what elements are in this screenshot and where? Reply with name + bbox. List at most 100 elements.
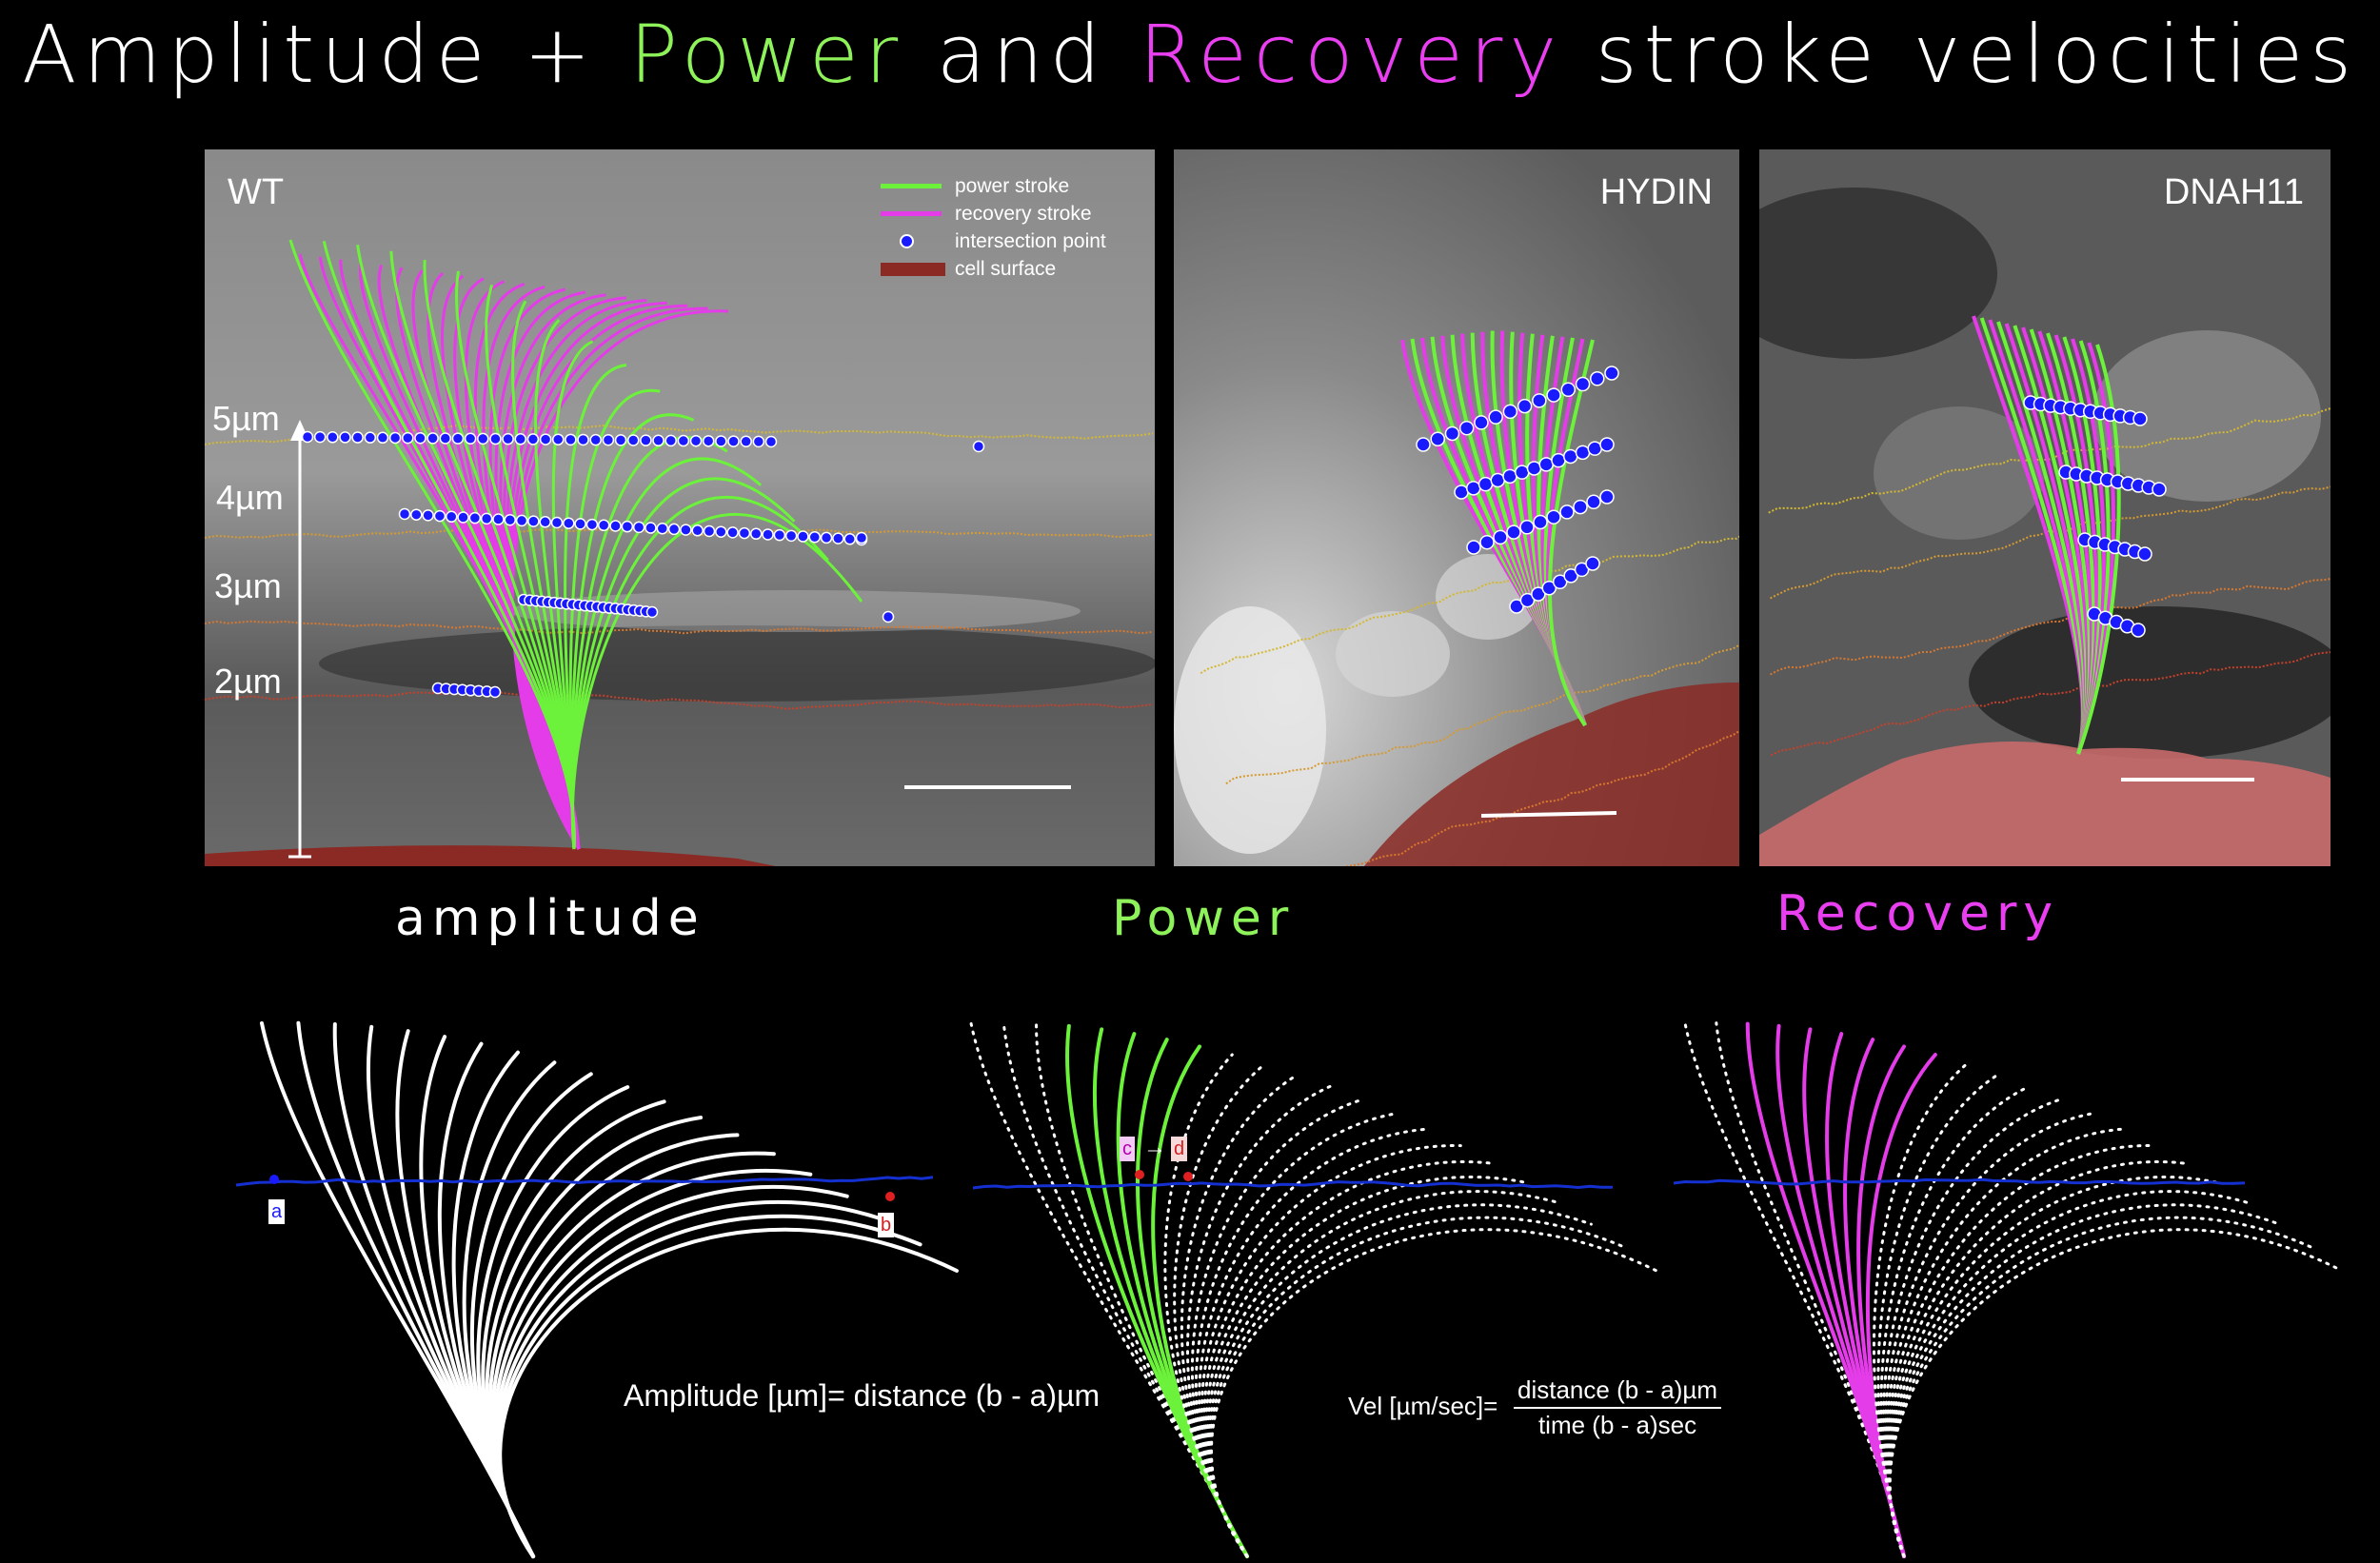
intersection-point <box>402 431 414 445</box>
intersection-point <box>882 610 895 623</box>
point-b-marker <box>885 1192 895 1201</box>
dnah11-bright-blob <box>2092 330 2321 502</box>
recovery-section-label: Recovery <box>1776 885 2060 942</box>
point-d-marker <box>1183 1172 1193 1181</box>
beat-curve <box>498 1227 959 1558</box>
dotted-beat-curve <box>1887 1176 2219 1558</box>
tick-5um: 5µm <box>212 399 280 438</box>
point-d-tag: d <box>1171 1137 1188 1161</box>
dotted-beat-curve <box>1204 1176 1528 1558</box>
intersection-point <box>972 440 985 453</box>
intersection-point <box>445 510 458 524</box>
intersection-point <box>1458 420 1475 436</box>
intersection-point <box>762 528 774 541</box>
hydin-level-3um <box>1255 711 1739 866</box>
intersection-point <box>492 513 505 525</box>
hydin-panel-label: HYDIN <box>1599 172 1713 212</box>
dnah11-panel: DNAH11 <box>1759 149 2330 866</box>
intersection-point <box>1519 592 1536 608</box>
intersection-point <box>550 516 564 529</box>
legend-surface: cell surface <box>881 255 1106 283</box>
legend-surface-label: cell surface <box>955 258 1057 280</box>
intersection-point <box>689 434 703 447</box>
intersection-point <box>504 513 517 526</box>
intersection-point <box>1604 366 1619 381</box>
intersection-point <box>1444 425 1460 442</box>
intersection-point <box>1488 409 1503 425</box>
title-amplitude: Amplitude + <box>21 8 630 101</box>
intersection-point <box>339 431 351 444</box>
intersection-point <box>677 434 690 447</box>
intersection-point <box>585 518 599 531</box>
intersection-point <box>1552 574 1568 590</box>
intersection-point <box>597 519 610 532</box>
intersection-point <box>1586 494 1601 510</box>
intersection-point <box>820 531 833 544</box>
intersection-point <box>1574 562 1590 578</box>
dotted-beat-curve <box>1180 1073 1299 1558</box>
hydin-intersection-points <box>1416 366 1619 614</box>
intersection-point <box>1532 393 1547 408</box>
intersection-point <box>2152 482 2167 497</box>
recovery-swatch <box>881 211 942 216</box>
intersection-point <box>433 509 446 523</box>
intersection-point <box>715 525 727 538</box>
beat-curve <box>367 1024 535 1558</box>
dotted-beat-curve <box>1206 1190 1560 1558</box>
dotted-beat-curve <box>969 1021 1249 1558</box>
wt-level-5um <box>205 424 1154 445</box>
intersection-point <box>1533 514 1548 530</box>
intersection-point <box>1546 387 1561 403</box>
power-swatch <box>881 184 942 188</box>
intersection-point <box>1430 431 1445 446</box>
intersection-point <box>2131 623 2146 638</box>
dnah11-bright-blob <box>1874 406 2045 540</box>
arrow-c-to-d: → <box>1143 1135 1166 1160</box>
point-b-tag: b <box>878 1213 895 1237</box>
intersection-point <box>589 433 602 446</box>
intersection-point <box>376 431 389 445</box>
intersection-point <box>1531 586 1546 602</box>
dotted-beat-curve <box>1202 1160 1496 1558</box>
intersection-point <box>1506 524 1521 540</box>
intersection-point <box>784 529 798 543</box>
dotted-beat-curve <box>1888 1228 2344 1558</box>
intersection-point <box>313 430 327 444</box>
legend-recovery-label: recovery stroke <box>955 203 1092 225</box>
intersection-point <box>574 518 586 530</box>
intersection-point <box>301 430 314 444</box>
intersection-point <box>609 520 622 532</box>
dotted-beat-curve <box>1876 1073 2000 1558</box>
intersection-point <box>632 521 645 534</box>
intersection-point <box>621 520 634 533</box>
dnah11-cell-surface <box>1759 742 2330 866</box>
intersection-point <box>752 435 765 448</box>
figure-title: Amplitude + Power and Recovery stroke ve… <box>0 8 2380 101</box>
intersection-point <box>527 515 540 527</box>
dotted-beat-curve <box>1887 1190 2250 1558</box>
intersection-point <box>502 432 514 445</box>
dotted-beat-curve <box>1884 1127 2125 1558</box>
recovery-stroke-curve <box>1825 1032 1906 1558</box>
intersection-point <box>667 523 681 536</box>
hydin-bright-blob <box>1336 611 1450 697</box>
tick-4um: 4µm <box>216 478 284 517</box>
cilia-fan <box>1683 1021 2344 1558</box>
intersection-point <box>480 512 493 525</box>
power-stroke-curve <box>570 513 863 850</box>
dotted-beat-curve <box>1888 1203 2281 1558</box>
intersection-point <box>468 511 482 524</box>
intersection-point <box>388 431 402 445</box>
intersection-point <box>414 431 426 445</box>
wt-level-2um <box>205 690 1154 710</box>
hydin-panel: HYDIN <box>1174 149 1739 866</box>
dnah11-image <box>1759 149 2330 866</box>
hydin-image <box>1174 149 1739 866</box>
recovery-stroke-curve <box>1865 1053 1937 1558</box>
intersection-point <box>749 527 763 541</box>
intersection-point <box>1517 398 1533 414</box>
intersection-point <box>551 433 565 445</box>
recovery-reference-line <box>1673 1177 2246 1186</box>
velocity-numerator: distance (b - a)µm <box>1514 1375 1722 1409</box>
intersection-point <box>1509 599 1524 614</box>
